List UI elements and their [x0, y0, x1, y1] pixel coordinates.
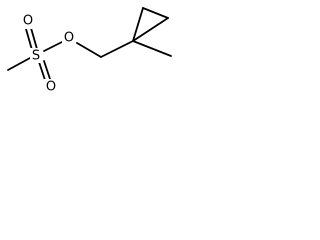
bond-ring-top	[142, 7, 169, 19]
atom-oxygen-ester-label: O	[64, 31, 74, 46]
bond-ring-right	[132, 17, 169, 42]
bond-methylene-ring-carbon	[100, 40, 134, 58]
atom-oxygen-top-label: O	[23, 14, 33, 29]
bond-oxygen-methylene	[76, 42, 102, 58]
bond-sulfur-oxygen-top-a	[25, 28, 33, 51]
atom-oxygen-ester: O	[62, 31, 76, 46]
atom-oxygen-bottom-label: O	[46, 80, 56, 95]
bond-sulfur-oxygen-bottom-a	[38, 61, 46, 81]
atom-sulfur-label: S	[32, 49, 40, 64]
bond-sulfur-oxygen-top-b	[30, 27, 38, 50]
bond-ring-left	[132, 7, 144, 42]
atom-sulfur: S	[30, 48, 42, 64]
chemical-structure-diagram: S O O O	[7, 7, 172, 95]
bond-methyl-sulfur	[7, 57, 31, 71]
bond-ring-carbon-methyl	[132, 40, 172, 57]
atom-oxygen-top: O	[22, 14, 35, 29]
bond-sulfur-oxygen-bottom-b	[43, 60, 51, 80]
bond-sulfur-oxygen-ester	[43, 41, 63, 52]
atom-oxygen-bottom: O	[44, 79, 57, 95]
